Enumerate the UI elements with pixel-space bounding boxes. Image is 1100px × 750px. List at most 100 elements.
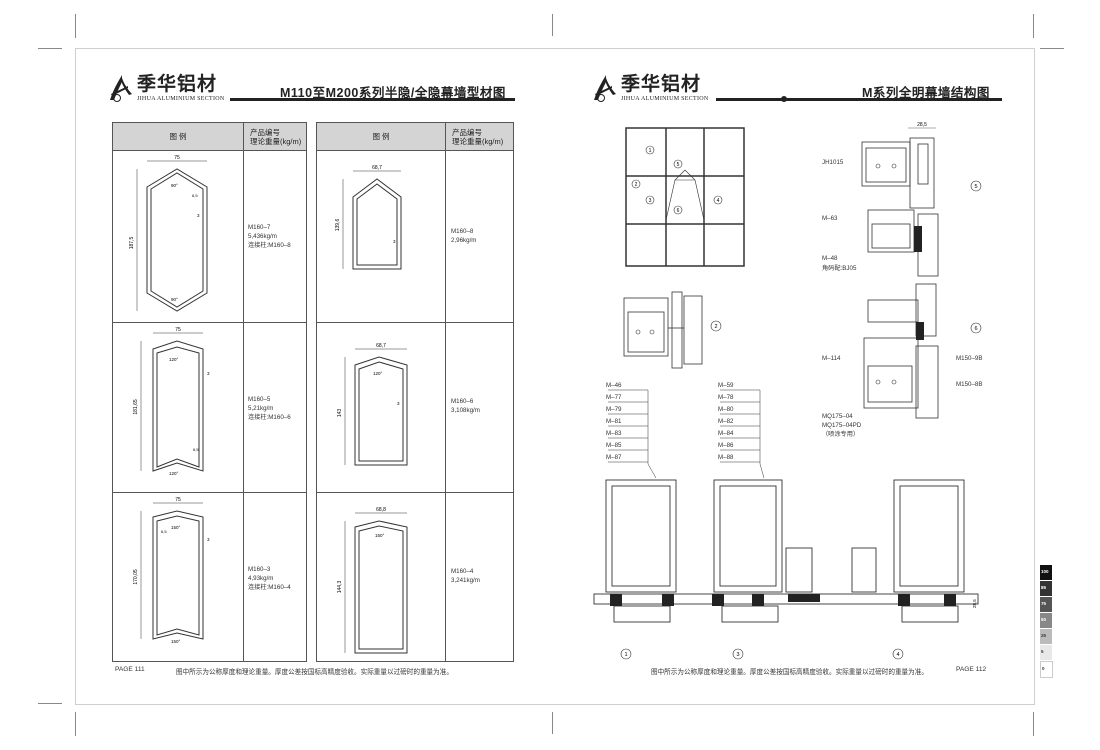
- product-weight: 3,241kg/m: [451, 577, 480, 584]
- profile-drawing-M160-4: 68,8 144,3 150°: [337, 507, 408, 654]
- product-note: 连接柱:M160–8: [248, 242, 291, 249]
- list-item: M–77: [606, 394, 622, 401]
- row-info: M160–5 5,21kg/m 连接柱:M160–6: [248, 395, 291, 422]
- list-item: M–81: [606, 418, 622, 425]
- profile-drawing-M160-7: 75 187,5 90° 90° 6,5 3: [129, 155, 208, 312]
- crop-mark: [75, 14, 76, 38]
- swatch-label: 85: [1041, 585, 1047, 590]
- dim-angle-top: 150°: [171, 525, 181, 530]
- brand-subtitle: JIHUA ALUMINIUM SECTION: [137, 96, 225, 102]
- crop-mark: [1033, 712, 1034, 736]
- row-info: M160–4 3,241kg/m: [451, 567, 480, 585]
- crop-mark: [75, 712, 76, 736]
- brand-logo-icon: [110, 75, 132, 102]
- product-code: M160–7: [248, 224, 271, 231]
- brand-right: 季华铝材 JIHUA ALUMINIUM SECTION: [592, 74, 709, 102]
- dim-thick: 3: [197, 213, 200, 218]
- section-detail-6: 6: [863, 283, 982, 419]
- swatch-label: 5: [1041, 649, 1044, 654]
- page-title-left: M110至M200系列半隐/全隐幕墙型材图: [280, 86, 506, 100]
- dim-height: 144,3: [337, 581, 343, 594]
- part-label: M150–8B: [956, 381, 983, 388]
- swatch-label: 0: [1042, 666, 1045, 671]
- section-marker: 1: [624, 652, 627, 658]
- brand-name: 季华铝材: [137, 74, 218, 95]
- crop-mark: [1033, 14, 1034, 38]
- brand-left: 季华铝材 JIHUA ALUMINIUM SECTION: [108, 74, 225, 102]
- col-header-legend: 图 例: [169, 132, 187, 141]
- dim-width: 68,8: [376, 507, 386, 513]
- swatch-label: 25: [1041, 633, 1047, 638]
- product-weight: 4,93kg/m: [248, 575, 274, 582]
- crop-mark: [38, 703, 62, 704]
- product-weight: 5,21kg/m: [248, 405, 274, 412]
- part-list-a: M–46 M–77 M–79 M–81 M–83 M–85 M–87: [606, 381, 650, 481]
- part-label: M–114: [822, 355, 841, 362]
- facade-grid-elevation: 1 2 3 4 5 6: [625, 127, 745, 267]
- dim-angle-bottom: 120°: [169, 471, 179, 476]
- swatch-label: 100: [1041, 569, 1049, 574]
- detail-marker: 2: [714, 324, 717, 330]
- header-dot: [781, 96, 787, 102]
- dim-wall: 6,5: [193, 447, 199, 452]
- dim-height: 143: [337, 409, 343, 418]
- dim-angle-bottom: 150°: [171, 639, 181, 644]
- dim-angle-bottom: 90°: [171, 297, 178, 302]
- row-info: M160–7 5,436kg/m 连接柱:M160–8: [248, 223, 291, 250]
- page-frame: [75, 48, 1035, 705]
- profile-drawing-M160-8: 68,7 139,6 3: [335, 165, 402, 270]
- swatch-label: 50: [1041, 617, 1047, 622]
- profile-drawing-M160-3: 75 170,05 150° 150° 6,5 3: [133, 497, 210, 644]
- part-label: MQ175–04PD: [822, 422, 862, 429]
- col-header-legend: 图 例: [372, 132, 390, 141]
- grid-marker: 1: [649, 148, 652, 154]
- grid-marker: 4: [717, 198, 720, 204]
- dim-width: 75: [174, 155, 180, 161]
- row-info: M160–3 4,93kg/m 连接柱:M160–4: [248, 565, 291, 592]
- dim-width: 68,7: [372, 165, 382, 171]
- part-label: M–48: [822, 255, 838, 262]
- dim-label: 28,5: [917, 122, 927, 128]
- list-item: M–84: [718, 430, 734, 437]
- grid-marker: 6: [677, 208, 680, 214]
- dim-height: 139,6: [335, 219, 341, 232]
- page-title-right: M系列全明幕墙结构图: [862, 86, 990, 100]
- dim-angle-top: 90°: [171, 183, 178, 188]
- list-item: M–83: [606, 430, 622, 437]
- dim-width: 68,7: [376, 343, 386, 349]
- dim-thick: 3: [397, 401, 400, 406]
- profile-table-2: 图 例 产品编号 理论重量(kg/m) 68,7 139,6 3 M160–8 …: [316, 122, 514, 662]
- dim-thick: 3: [207, 371, 210, 376]
- footnote-right: 图中所示为公称厚度和理论重量。厚度公差按国标高精度验收。实际重量以过磅时的重量为…: [651, 669, 928, 676]
- part-list-b: M–59 M–78 M–80 M–82 M–84 M–86 M–88: [718, 381, 762, 481]
- dim-angle-top: 120°: [169, 357, 179, 362]
- section-detail-2: 2: [623, 291, 722, 369]
- product-code: M160–6: [451, 398, 474, 405]
- brand-logo-icon: [594, 75, 616, 102]
- list-item: M–46: [606, 382, 622, 389]
- part-label: MQ175–04: [822, 413, 853, 420]
- list-item: M–86: [718, 442, 734, 449]
- col-header-code: 产品编号 理论重量(kg/m): [250, 127, 302, 146]
- list-item: M–59: [718, 382, 734, 389]
- detail-marker: 5: [974, 184, 977, 190]
- dim-label: 28,5: [972, 599, 977, 608]
- detail-marker: 6: [974, 326, 977, 332]
- product-code: M160–8: [451, 228, 474, 235]
- grid-marker: 2: [635, 182, 638, 188]
- dim-height: 187,5: [129, 237, 135, 250]
- footnote-left: 图中所示为公称厚度和理论重量。厚度公差按国标高精度验收。实际重量以过磅时的重量为…: [176, 669, 453, 676]
- table-header: 图 例 产品编号 理论重量(kg/m): [317, 123, 513, 151]
- crop-mark: [38, 48, 62, 49]
- dim-thick: 3: [393, 239, 396, 244]
- profile-table-1: 图 例 产品编号 理论重量(kg/m) 75 187,5 90° 90° 6,5…: [112, 122, 307, 662]
- product-note: 连接柱:M160–4: [248, 584, 291, 591]
- list-item: M–80: [718, 406, 734, 413]
- list-item: M–79: [606, 406, 622, 413]
- part-label: M150–9B: [956, 355, 983, 362]
- header-rule: [716, 98, 1002, 101]
- dim-angle: 120°: [373, 371, 383, 376]
- bottom-section-details: 28,5 1 3 4: [593, 479, 979, 660]
- page-number-left: PAGE 111: [115, 666, 145, 673]
- product-weight: 3,108kg/m: [451, 407, 480, 414]
